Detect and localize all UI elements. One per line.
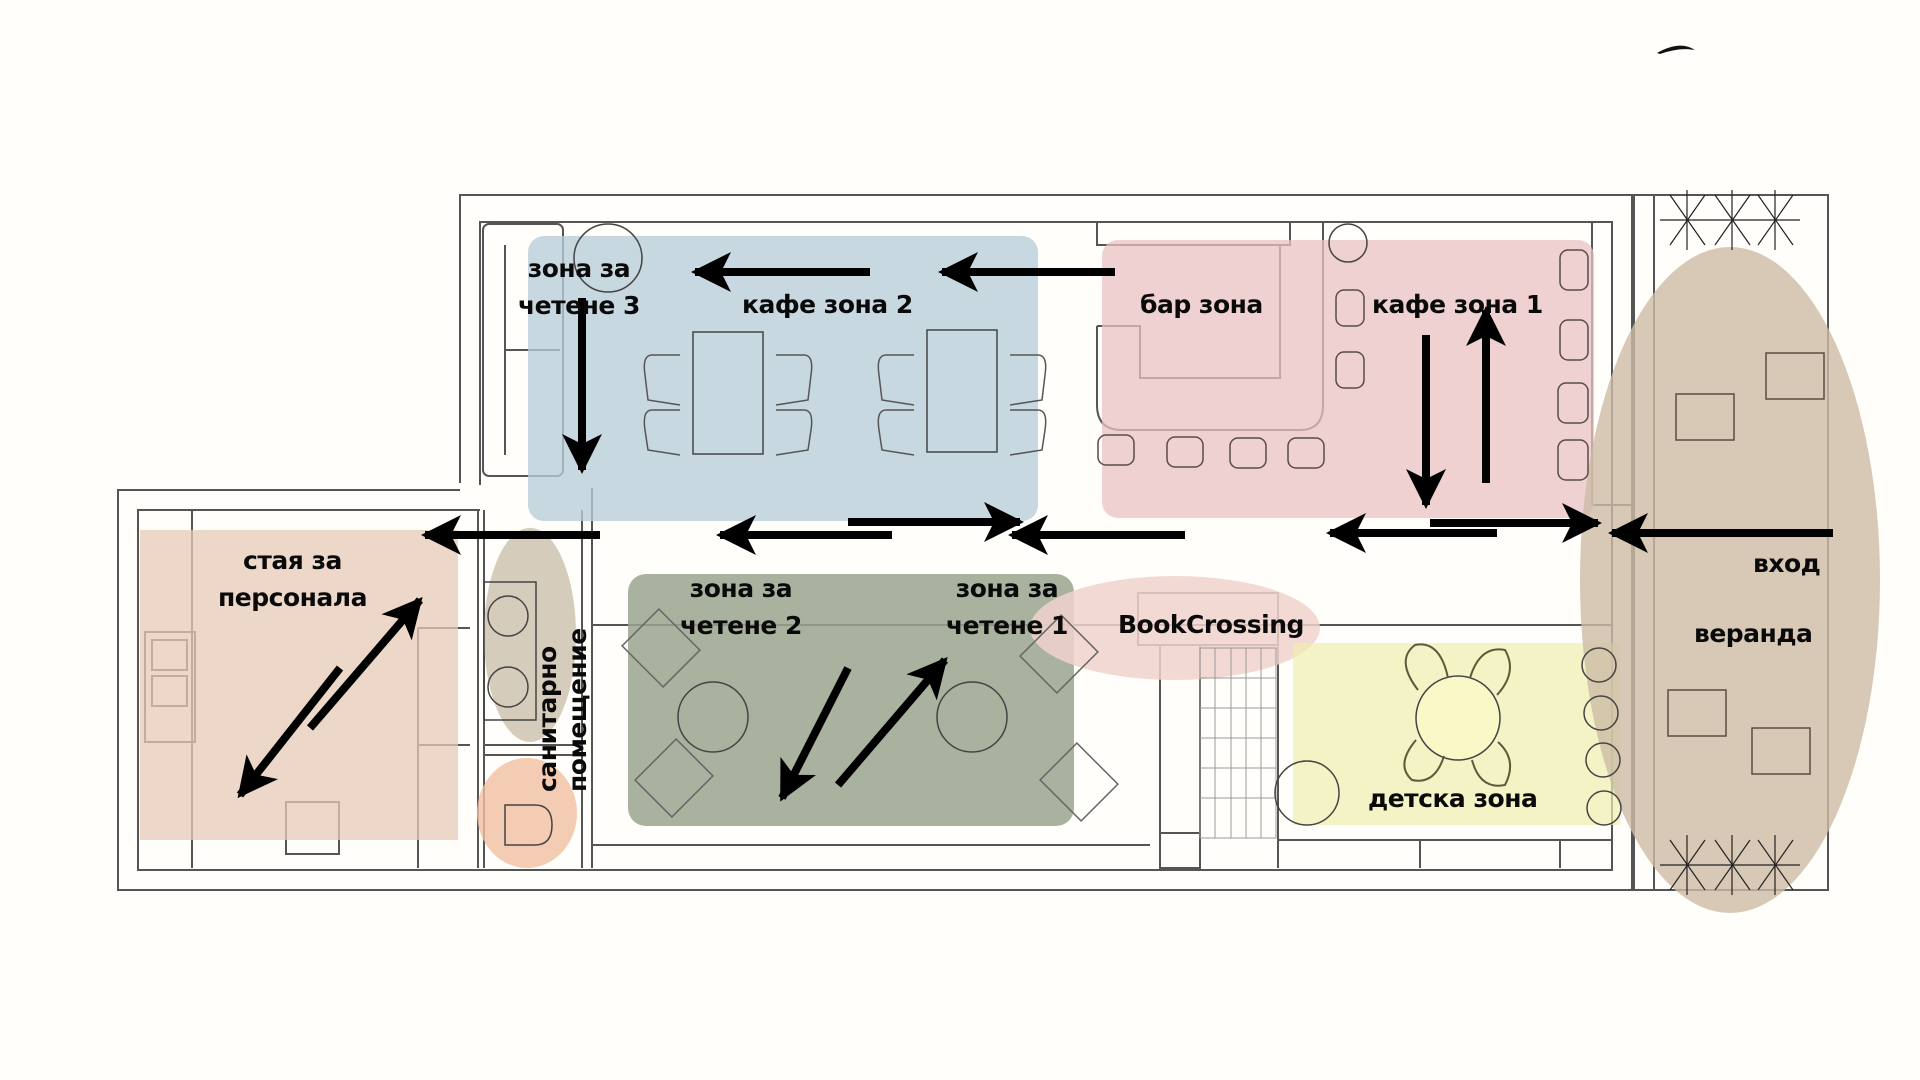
armchair (621, 608, 701, 688)
chair (775, 409, 813, 456)
stool (1557, 439, 1589, 481)
round-table (677, 681, 749, 753)
stool (1287, 437, 1325, 469)
chair (643, 354, 681, 406)
arrow-staff-diag-out (306, 596, 424, 731)
stool (1559, 319, 1589, 361)
zone-staff-fill (140, 530, 458, 840)
plant (1660, 190, 1800, 250)
chair (1009, 409, 1047, 456)
zone-bar-kafe-1-fill (1102, 240, 1594, 518)
kids-table (1415, 675, 1501, 761)
circulation-arrows (236, 252, 1833, 802)
armchair (1039, 742, 1119, 822)
stool (1097, 434, 1135, 466)
label-chetene-2: зона за четене 2 (680, 574, 802, 640)
kids-chair (1404, 643, 1449, 691)
stool (1335, 351, 1365, 389)
plant (1660, 835, 1800, 895)
chair (877, 354, 915, 406)
table (926, 329, 998, 453)
zone-veranda-fill (1580, 247, 1880, 913)
stool (1335, 289, 1365, 327)
label-kids-zone: детска зона (1368, 784, 1538, 813)
label-bookcrossing: BookCrossing (1118, 610, 1304, 639)
label-chetene-1: зона за четене 1 (946, 574, 1068, 640)
veranda-table (1751, 727, 1811, 775)
arrow-reading-diag-in (778, 666, 852, 802)
plant-pot (1328, 223, 1368, 263)
label-entrance: вход (1753, 549, 1821, 578)
zones (140, 236, 1880, 913)
table (692, 331, 764, 455)
chair (643, 409, 681, 456)
label-kafe-zona-1: кафе зона 1 (1372, 290, 1543, 319)
label-bar-zona: бар зона (1140, 290, 1263, 319)
inner-wall (137, 221, 1613, 871)
kids-chair (1403, 739, 1445, 782)
stool (1559, 249, 1589, 291)
zone-kafe-2-fill (528, 236, 1038, 521)
sink-counter (483, 581, 537, 721)
kids-chair (1471, 741, 1512, 787)
veranda-table (1675, 393, 1735, 441)
stray-mark (1657, 45, 1695, 54)
chair (775, 354, 813, 406)
toilet (504, 804, 553, 846)
label-sanitary: санитарно помещение (533, 628, 592, 792)
zone-sanitary-wc-fill (477, 758, 577, 868)
label-veranda: веранда (1694, 619, 1813, 648)
veranda-table (1765, 352, 1825, 400)
sink (487, 666, 529, 708)
veranda-table (1667, 689, 1727, 737)
label-chetene-3: зона за четене 3 (518, 254, 640, 320)
label-kafe-zona-2: кафе зона 2 (742, 290, 913, 319)
kids-chair (1469, 648, 1511, 696)
chair (1009, 354, 1047, 406)
zone-chetene-fill (628, 574, 1074, 826)
outer-wall (117, 194, 1633, 891)
round-table (936, 681, 1008, 753)
chair (877, 409, 915, 456)
armchair (634, 738, 714, 818)
arrow-reading-diag-out (834, 656, 949, 788)
sink (487, 595, 529, 637)
furniture (483, 190, 1825, 895)
stool (1229, 437, 1267, 469)
stool (1557, 382, 1589, 424)
zone-bookcrossing-fill (1030, 576, 1320, 680)
label-staff-room: стая за персонала (218, 546, 367, 612)
stool (1166, 436, 1204, 468)
arrow-staff-diag-in (236, 665, 344, 799)
armchair (1019, 614, 1099, 694)
